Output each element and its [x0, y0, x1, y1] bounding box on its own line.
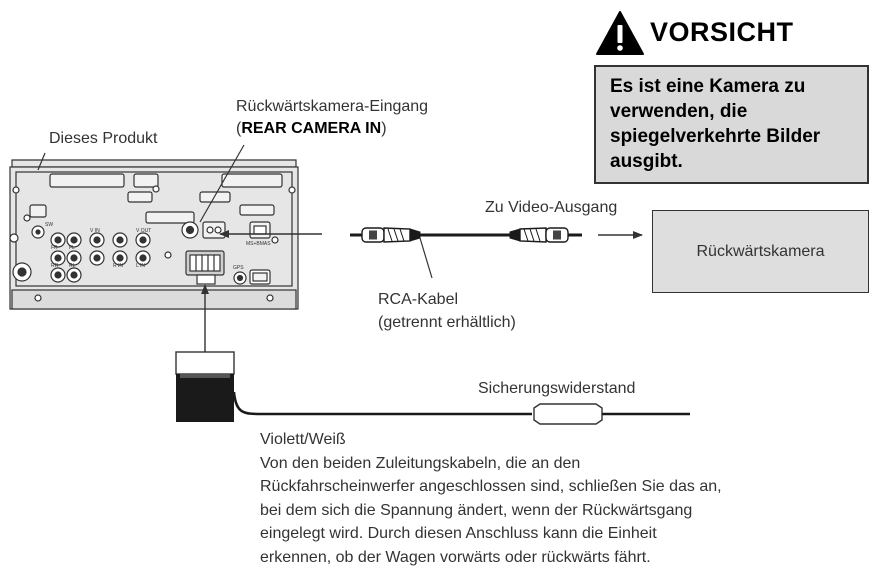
rca-label-line1: RCA-Kabel — [378, 291, 459, 308]
label-rl: RL — [69, 263, 76, 269]
label-fr: FR — [51, 245, 58, 251]
rca-label-line2: (getrennt erhältlich) — [378, 314, 516, 331]
caution-line-3: spiegelverkehrte Bilder — [610, 126, 821, 147]
description-line-4: eingelegt wird. Durch diesen Anschluss k… — [260, 525, 657, 542]
caution-title: VORSICHT — [650, 17, 794, 47]
rca-cable — [350, 227, 582, 243]
rear-camera-box: Rückwärtskamera — [652, 210, 869, 293]
fuse-resistor — [533, 403, 603, 425]
label-ms-bmas: MS+BMAS — [246, 241, 271, 247]
label-gps: GPS — [233, 265, 244, 271]
rear-input-name: (REAR CAMERA IN) — [236, 118, 387, 140]
caution-line-1: Es ist eine Kamera zu — [610, 76, 806, 97]
label-rr: RR — [51, 263, 59, 269]
description-line-5: erkennen, ob der Wagen vorwärts oder rüc… — [260, 549, 651, 566]
rear-camera-in-name: REAR CAMERA IN — [241, 120, 382, 137]
paren-close: ) — [381, 120, 387, 137]
fuse-label: Sicherungswiderstand — [478, 380, 636, 397]
label-r-in: R IN — [113, 263, 123, 269]
head-unit-rear-panel — [9, 159, 299, 310]
harness-plug — [175, 351, 235, 422]
warning-triangle-icon — [596, 11, 644, 55]
label-v-out: V OUT — [136, 228, 152, 234]
wire-color-label: Violett/Weiß — [260, 431, 346, 448]
description-line-3: bei dem sich die Spannung ändert, wenn d… — [260, 502, 693, 519]
rca-leader-line — [419, 237, 433, 279]
paren-open: ( — [236, 120, 242, 137]
rear-input-label: Rückwärtskamera-Eingang — [236, 98, 429, 115]
label-l-in: L IN — [136, 263, 145, 269]
label-fl: FL — [69, 245, 75, 251]
video-out-label: Zu Video-Ausgang — [485, 199, 618, 216]
caution-line-2: verwenden, die — [610, 101, 748, 122]
product-leader-line — [37, 152, 46, 171]
violet-white-wire — [232, 391, 532, 416]
caution-box: Es ist eine Kamera zu verwenden, die spi… — [594, 65, 869, 184]
label-sw: SW — [45, 222, 54, 228]
rear-input-leader-line — [199, 144, 245, 223]
caution-line-4: ausgibt. — [610, 151, 683, 172]
rear-camera-label: Rückwärtskamera — [696, 242, 825, 260]
description-line-1: Von den beiden Zuleitungskabeln, die an … — [260, 455, 581, 472]
product-label: Dieses Produkt — [49, 130, 158, 147]
label-v-in: V IN — [90, 228, 100, 234]
description-line-2: Rückfahrscheinwerfer angeschlossen sind,… — [260, 478, 722, 495]
